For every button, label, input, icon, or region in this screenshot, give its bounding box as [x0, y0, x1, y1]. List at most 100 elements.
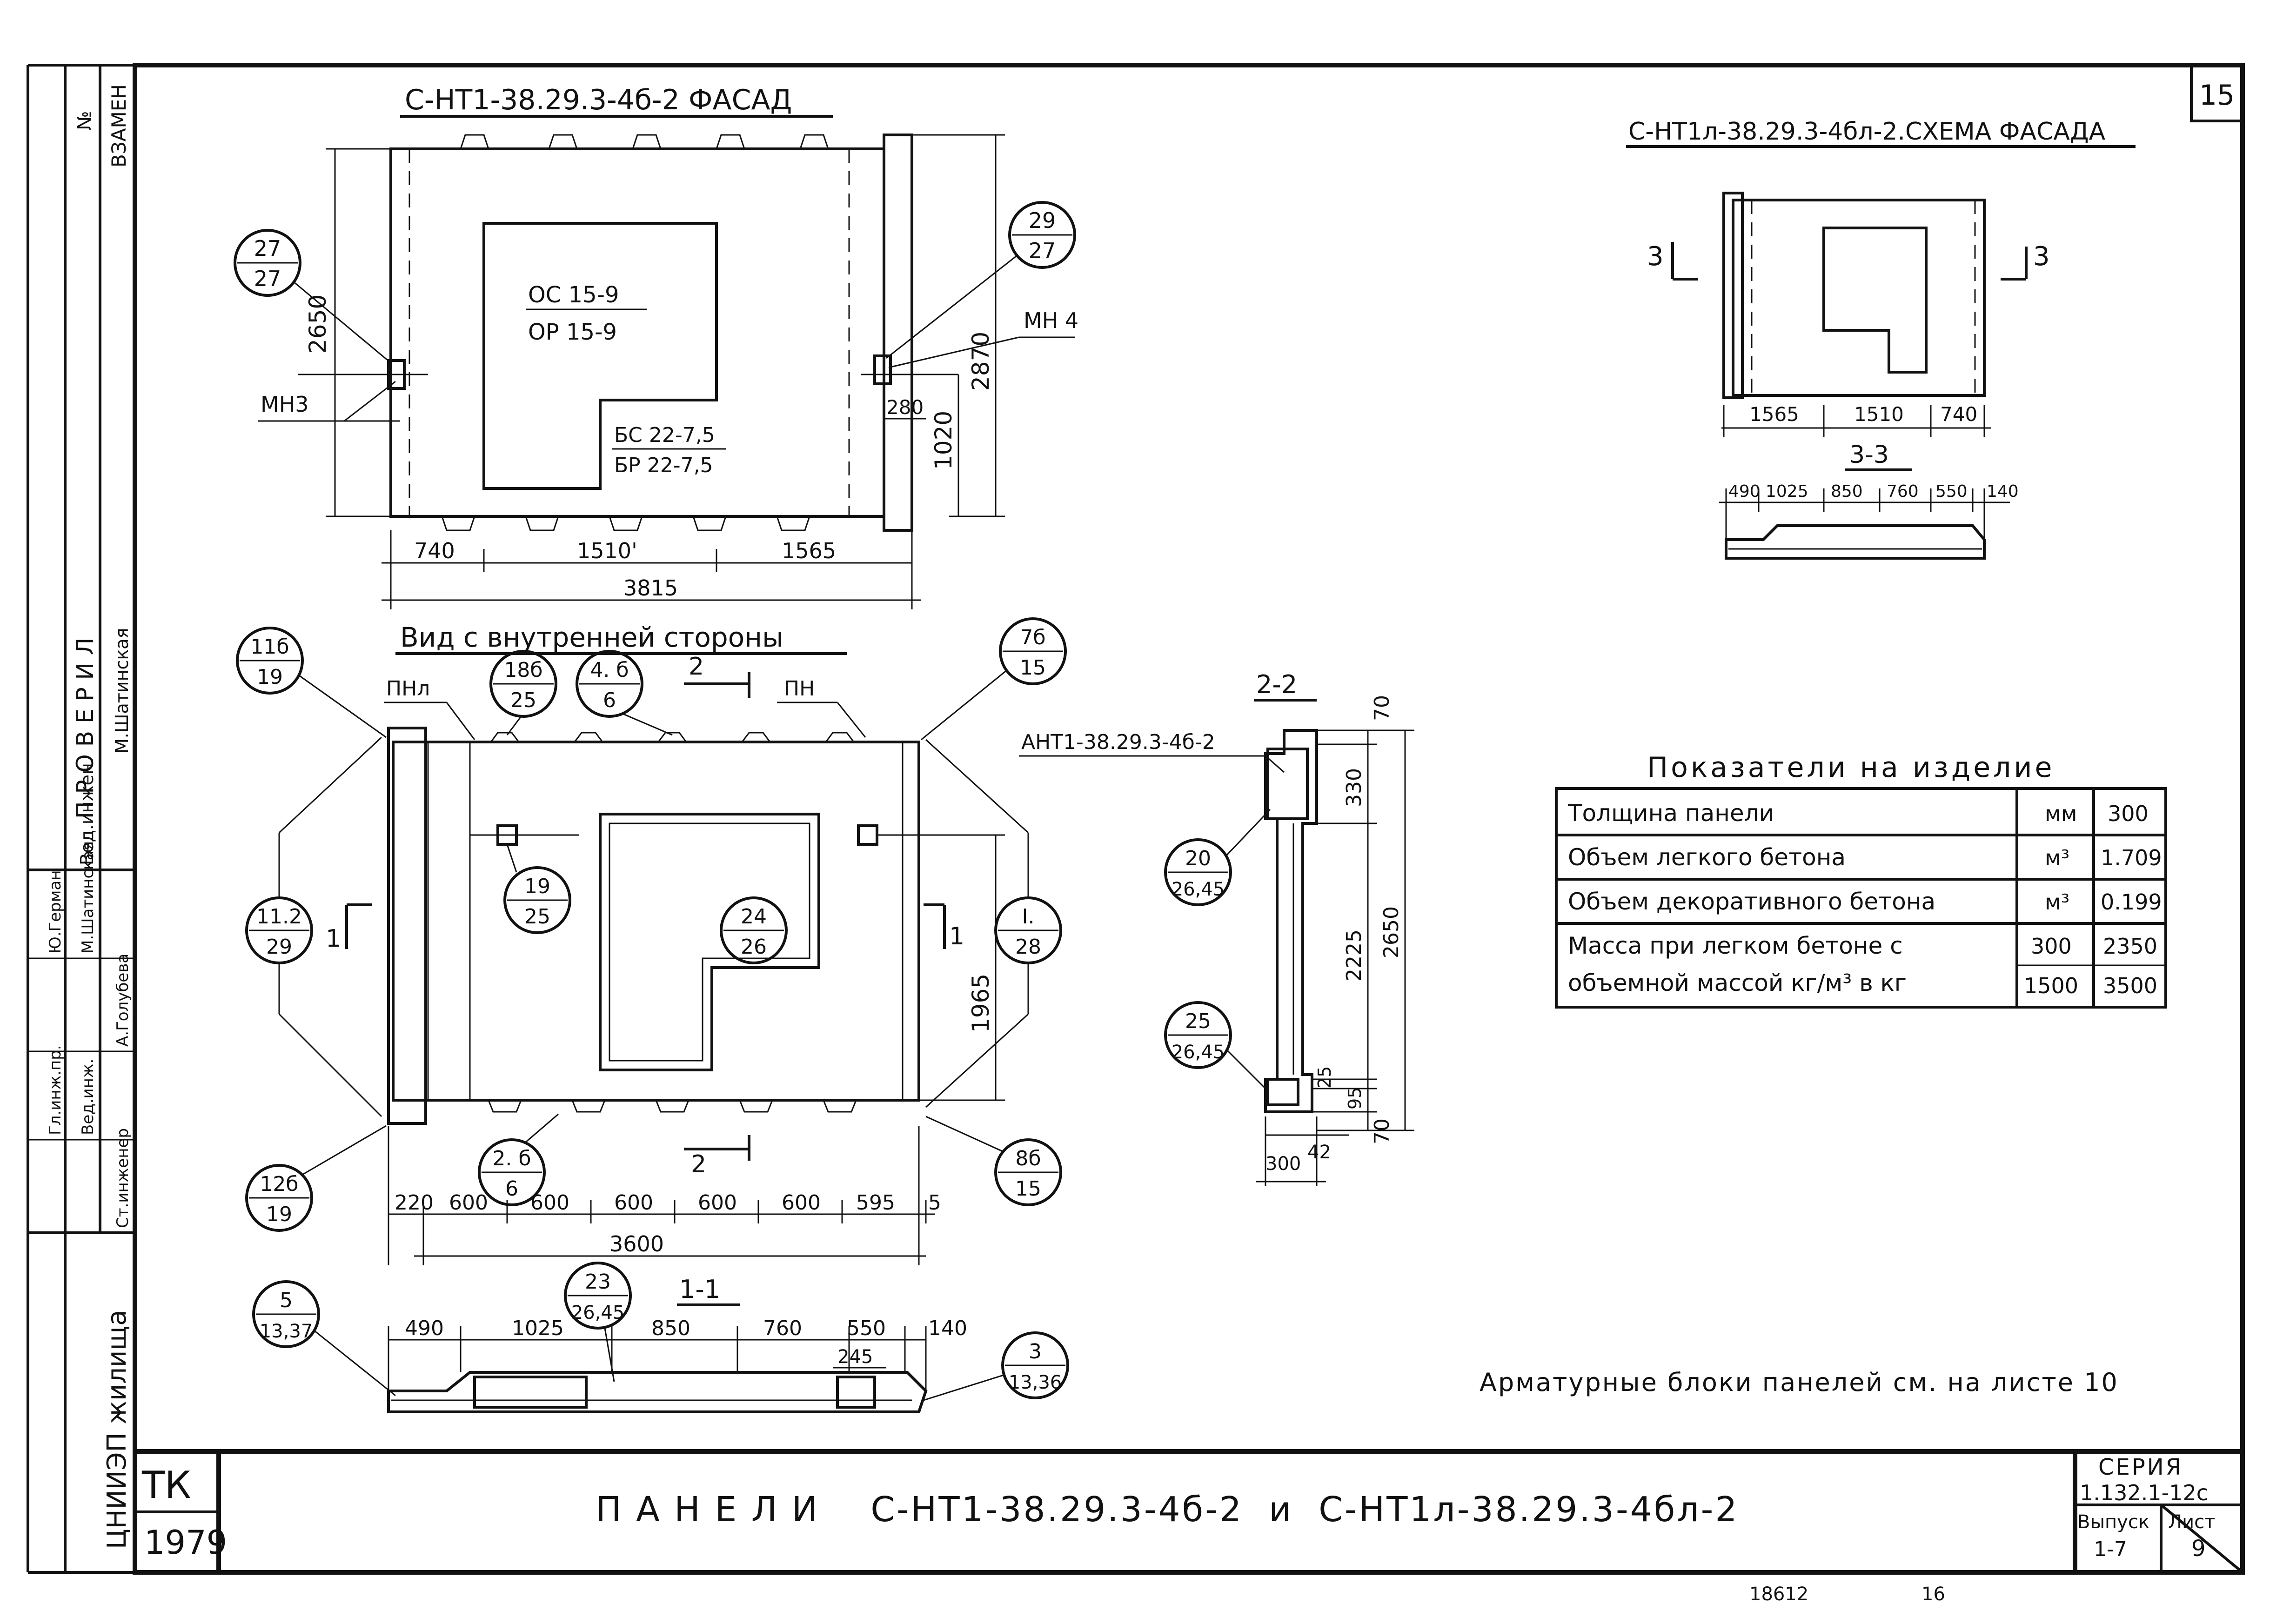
callout-top: 18б [504, 658, 542, 682]
callout-bottom: 29 [266, 935, 292, 959]
facade-view: С-НТ1-38.29.3-4б-2 ФАСАД ОС 15-9 ОР [234, 84, 1078, 609]
section-11-title: 1-1 [679, 1275, 720, 1304]
callout-top: 25 [1185, 1009, 1211, 1033]
section-22-dim-2: 330 [1342, 768, 1366, 807]
callout-top: 3 [1029, 1340, 1042, 1363]
callout-bottom: 6 [603, 688, 616, 712]
side-name-3: А.Голубева [114, 954, 132, 1047]
facade-dim-bottom-3: 1565 [782, 538, 836, 563]
series-label: СЕРИЯ [2098, 1454, 2183, 1480]
side-role-3: Ст.инженер [114, 1128, 132, 1228]
inner-dim-7: 595 [856, 1191, 895, 1215]
callout-bottom: 28 [1015, 935, 1041, 959]
indicator-label: Толщина панели [1567, 800, 1774, 827]
sheet-value: 9 [2191, 1536, 2206, 1562]
callout-top: 7б [1020, 626, 1045, 649]
callout-bottom: 26,45 [571, 1302, 625, 1323]
section-side-right: 1 [949, 922, 964, 950]
facade-dim-left: 2650 [304, 294, 331, 354]
scheme-section-dim-5: 550 [1935, 482, 1968, 501]
callout: 20 26,45 [1164, 809, 1271, 906]
scheme-dim-3: 740 [1940, 403, 1977, 426]
side-name-1: Ю.Герман [46, 870, 65, 954]
callout-top: 5 [280, 1289, 293, 1312]
callout-bottom: 19 [266, 1203, 292, 1226]
callout-top: 4. б [590, 658, 629, 682]
callout-bottom: 13,37 [260, 1321, 313, 1342]
callout-bottom: 25 [524, 905, 550, 929]
indicators-title: Показатели на изделие [1647, 751, 2055, 784]
inner-dim-5: 600 [698, 1191, 737, 1215]
side-checker-role: Вед.инжен. [77, 757, 97, 865]
callout: 7б 15 [921, 617, 1067, 741]
callout-top: 2. б [492, 1147, 531, 1170]
side-vzamen: ВЗАМЕН [107, 84, 130, 167]
callout-top: 19 [524, 875, 550, 898]
callout-top: I. [1022, 905, 1035, 929]
indicator-unit: м³ [2045, 845, 2069, 870]
scheme-dim-2: 1510 [1854, 403, 1904, 426]
callout: 2. б 6 [478, 1113, 559, 1206]
side-no: № [74, 111, 95, 130]
callout-top: 11б [250, 635, 289, 659]
indicator-label: Объем легкого бетона [1568, 844, 1846, 871]
callout: 11б 19 [236, 627, 387, 738]
indicator-value: 1.709 [2101, 845, 2162, 870]
section-11-dim-small: 245 [837, 1346, 873, 1368]
section-11-dim-5: 550 [847, 1317, 886, 1340]
sheet-frame [27, 63, 2245, 1575]
title-block: ТК 1979 П А Н Е Л И С-НТ1-38.29.3-4б-2 и… [135, 1451, 2243, 1605]
callout: I. 28 [925, 739, 1062, 1108]
callout-bottom: 26,45 [1172, 879, 1225, 900]
door-label-1: БС 22-7,5 [614, 423, 715, 447]
callout-top: 11.2 [256, 905, 302, 929]
scheme-section-dim-6: 140 [1987, 482, 2019, 501]
section-22-dim-6: 95 [1345, 1087, 1365, 1109]
callout-top: 27 [254, 236, 281, 261]
callout-top: 23 [585, 1270, 611, 1294]
section-22-dim-3: 2225 [1342, 929, 1366, 982]
inner-dim-total: 3600 [609, 1231, 664, 1256]
indicator-value: 300 [2108, 801, 2149, 826]
section-1-1: 1-1 490 1025 850 760 550 140 245 5 13,37 [252, 1262, 1069, 1413]
section-22-dim-1: 70 [1370, 695, 1394, 721]
scheme-section-title: 3-3 [1849, 441, 1889, 469]
section-mark-bottom: 2 [691, 1150, 706, 1178]
facade-label-left: МН3 [261, 392, 309, 417]
callout: 18б 25 [489, 650, 557, 735]
indicators-table: Показатели на изделие Толщина панели мм … [1555, 751, 2167, 1009]
window-label-2: ОР 15-9 [528, 319, 617, 345]
scheme-section-dim-1: 490 [1728, 482, 1761, 501]
scheme-section-dim-3: 850 [1831, 482, 1863, 501]
inner-dim-right: 1965 [967, 974, 994, 1033]
facade-dim-small: 280 [886, 396, 924, 419]
section-22-dim-7: 70 [1370, 1118, 1394, 1144]
scheme-section-left: 3 [1647, 241, 1664, 272]
inner-dim-2: 600 [449, 1191, 488, 1215]
side-checker-name: М.Шатинская [112, 628, 132, 754]
facade-scheme: С-НТ1л-38.29.3-4бл-2.СХЕМА ФАСАДА 3 3 15… [1626, 118, 2136, 560]
callout-bottom: 6 [505, 1177, 518, 1201]
facade-dim-total: 3815 [623, 575, 678, 601]
title-block-year: 1979 [144, 1524, 227, 1562]
indicator-label: Объем декоративного бетона [1568, 888, 1935, 915]
facade-label-right: МН 4 [1024, 308, 1078, 333]
side-role-1: Гл.инж.пр. [46, 1045, 65, 1135]
inner-label-left: ПНл [386, 677, 430, 701]
section-2-2: 2-2 АНТ1-38.29.3-4б-2 70 330 2225 2650 2… [1019, 670, 1414, 1186]
section-22-dim-bottom-2: 300 [1265, 1153, 1301, 1175]
callout-top: 20 [1185, 847, 1211, 870]
section-11-dim-4: 760 [763, 1317, 802, 1340]
callout: 11.2 29 [245, 736, 382, 1117]
facade-title: С-НТ1-38.29.3-4б-2 ФАСАД [405, 84, 792, 116]
facade-dim-bottom-1: 740 [414, 538, 455, 563]
reinforcement-note: Арматурные блоки панелей см. на листе 10 [1480, 1368, 2119, 1397]
inner-dim-4: 600 [614, 1191, 653, 1215]
indicator-value: 0.199 [2101, 889, 2162, 915]
callout-bottom: 15 [1015, 1177, 1041, 1201]
callout: 4. б 6 [576, 650, 673, 736]
section-mark-top: 2 [689, 653, 704, 681]
callout: 23 26,45 [564, 1262, 632, 1382]
mass-density: 1500 [2024, 973, 2078, 998]
indicator-unit: мм [2045, 801, 2077, 826]
